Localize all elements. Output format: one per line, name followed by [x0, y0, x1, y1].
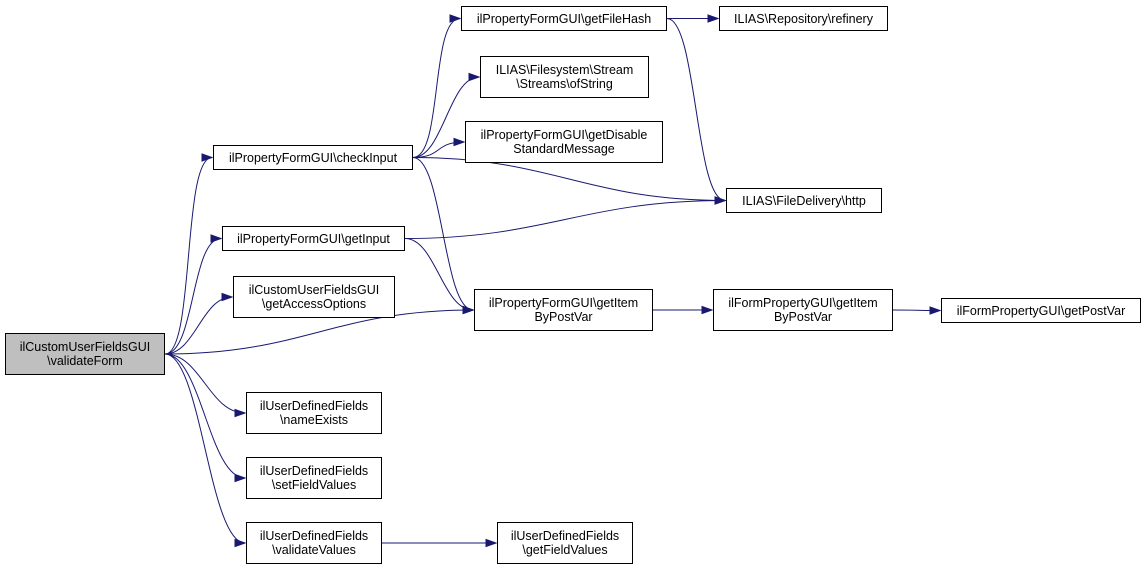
- node-label-line: ilFormPropertyGUI\getItem: [728, 296, 878, 310]
- node-label-line: \getAccessOptions: [261, 297, 367, 311]
- node-label-line: ilUserDefinedFields: [259, 399, 369, 413]
- node-label-line: \setFieldValues: [271, 478, 357, 492]
- node-label-line: ByPostVar: [773, 310, 833, 324]
- edge-formprop_get_item_by_post_var-to-formprop_get_post_var: [892, 306, 942, 315]
- node-label-line: \nameExists: [279, 413, 349, 427]
- edge-get_input-to-form_get_item_by_post_var: [404, 238, 475, 315]
- edge-root-to-check_input: [164, 153, 214, 355]
- node-streams-of-string[interactable]: ILIAS\Filesystem\Stream\Streams\ofString: [480, 56, 649, 98]
- node-get-access-options[interactable]: ilCustomUserFieldsGUI\getAccessOptions: [233, 276, 395, 318]
- node-label-line: ilCustomUserFieldsGUI: [248, 283, 380, 297]
- edge-get_input-to-file_delivery_http: [404, 196, 727, 239]
- edge-check_input-to-file_delivery_http: [412, 157, 727, 205]
- node-file-delivery-http[interactable]: ILIAS\FileDelivery\http: [726, 188, 882, 213]
- node-label-line: ByPostVar: [534, 310, 593, 324]
- edge-check_input-to-form_get_item_by_post_var: [412, 157, 475, 315]
- node-label-line: ILIAS\Repository\refinery: [734, 11, 873, 26]
- node-label-line: ilUserDefinedFields: [510, 529, 620, 543]
- node-check-input[interactable]: ilPropertyFormGUI\checkInput: [213, 145, 413, 170]
- node-label-line: StandardMessage: [513, 142, 615, 156]
- node-set-field-values[interactable]: ilUserDefinedFields\setFieldValues: [246, 457, 382, 499]
- node-name-exists[interactable]: ilUserDefinedFields\nameExists: [246, 392, 382, 434]
- edge-get_file_hash-to-file_delivery_http: [666, 18, 727, 205]
- edge-root-to-set_field_values: [164, 353, 247, 483]
- node-label-line: \validateForm: [47, 354, 123, 368]
- node-get-input[interactable]: ilPropertyFormGUI\getInput: [222, 226, 405, 251]
- edge-form_get_item_by_post_var-to-formprop_get_item_by_post_var: [653, 305, 714, 315]
- edge-check_input-to-streams_of_string: [412, 72, 481, 158]
- node-label-line: ILIAS\FileDelivery\http: [742, 193, 866, 208]
- node-get-field-values[interactable]: ilUserDefinedFields\getFieldValues: [497, 522, 633, 564]
- node-label-line: \Streams\ofString: [516, 77, 613, 91]
- node-label-line: ilPropertyFormGUI\getItem: [488, 296, 639, 310]
- edge-get_file_hash-to-repository_refinery: [667, 14, 720, 23]
- node-validate-values[interactable]: ilUserDefinedFields\validateValues: [246, 522, 382, 564]
- node-label-line: ilPropertyFormGUI\checkInput: [228, 150, 398, 165]
- node-get-file-hash[interactable]: ilPropertyFormGUI\getFileHash: [461, 6, 667, 31]
- node-label-line: ilPropertyFormGUI\getFileHash: [476, 11, 652, 26]
- node-root-validate-form[interactable]: ilCustomUserFieldsGUI\validateForm: [5, 333, 165, 375]
- node-form-property-get-post-var[interactable]: ilFormPropertyGUI\getPostVar: [941, 298, 1141, 323]
- node-repository-refinery[interactable]: ILIAS\Repository\refinery: [719, 6, 888, 31]
- edge-root-to-get_access_options: [164, 292, 234, 355]
- edge-root-to-validate_values: [164, 353, 247, 548]
- node-label-line: ilPropertyFormGUI\getInput: [237, 231, 390, 246]
- node-label-line: ilPropertyFormGUI\getDisable: [480, 128, 648, 142]
- node-label-line: ILIAS\Filesystem\Stream: [495, 63, 634, 77]
- node-label-line: ilUserDefinedFields: [259, 529, 369, 543]
- edge-validate_values-to-get_field_values: [381, 538, 498, 548]
- node-label-line: ilFormPropertyGUI\getPostVar: [956, 303, 1126, 318]
- edge-root-to-get_input: [164, 234, 223, 355]
- node-label-line: \getFieldValues: [522, 543, 608, 557]
- edge-root-to-name_exists: [164, 353, 247, 418]
- edge-check_input-to-get_disable_standard_message: [412, 137, 466, 158]
- node-label-line: ilCustomUserFieldsGUI: [19, 340, 151, 354]
- node-label-line: ilUserDefinedFields: [259, 464, 369, 478]
- node-label-line: \validateValues: [272, 543, 356, 557]
- edge-check_input-to-get_file_hash: [412, 14, 462, 158]
